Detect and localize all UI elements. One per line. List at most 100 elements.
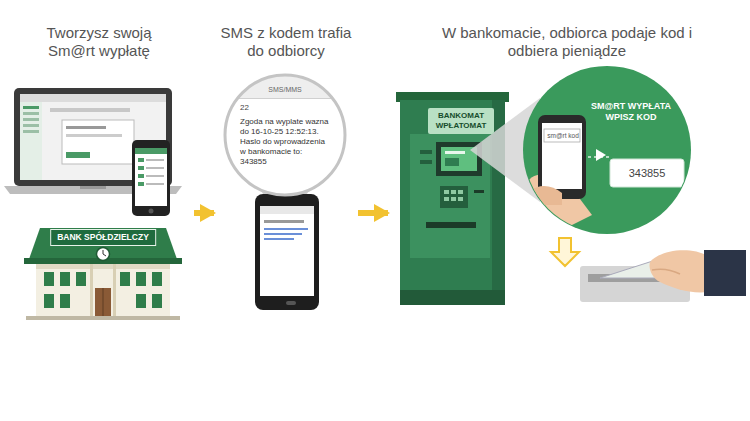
- step-heading: Tworzysz swoją Sm@rt wypłatę: [34, 24, 164, 60]
- bank-building-part: [120, 272, 130, 286]
- recipient-phone-part: [260, 206, 314, 296]
- bank-building-part: [44, 272, 54, 286]
- atm-machine-part: [458, 197, 463, 201]
- atm-machine-part: [445, 158, 459, 166]
- bank-building-part: [60, 294, 70, 308]
- step-heading: W bankomacie, odbiorca podaje kod i odbi…: [439, 24, 695, 60]
- bank-building-part: [136, 272, 146, 286]
- laptop-illustration-part: [23, 118, 39, 121]
- bank-building-part: [36, 264, 170, 269]
- green-circle-part-part: [528, 186, 562, 205]
- code-field: 343855: [614, 166, 680, 180]
- recipient-phone-part: [260, 206, 314, 214]
- sms-time: 22: [240, 103, 249, 113]
- bank-building-part: [136, 294, 146, 308]
- step-panel: BANKOMAT WPŁATOMAT SM@RT WYPŁATA WPISZ KO…: [392, 20, 742, 320]
- green-circle: [522, 65, 692, 235]
- magnifier-circle-part-part: [223, 98, 347, 99]
- step-heading: SMS z kodem trafia do odbiorcy: [218, 24, 354, 60]
- atm-machine-part: [400, 290, 505, 305]
- atm-machine: [396, 92, 509, 305]
- smartphone-illustration-part: [138, 182, 144, 186]
- laptop-illustration-part: [23, 106, 39, 109]
- green-circle-part-part: [610, 159, 684, 187]
- bank-sign: BANK SPÓŁDZIELCZY: [50, 229, 156, 246]
- bank-building-part: [26, 316, 180, 320]
- bank-building-part: [36, 264, 170, 318]
- bank-building-part: [44, 294, 54, 308]
- atm-sign: BANKOMAT WPŁATOMAT: [428, 108, 494, 134]
- screen-title: SM@RT WYPŁATA WPISZ KOD: [588, 101, 674, 123]
- green-circle-part-part: [542, 123, 582, 189]
- recipient-phone-part: [255, 194, 319, 310]
- laptop-illustration-part: [23, 112, 39, 115]
- cash-dispenser-part: [704, 250, 746, 296]
- laptop-illustration-part: [66, 152, 90, 158]
- sign-text: BANK SPÓŁDZIELCZY: [57, 232, 149, 243]
- green-circle-part: [523, 66, 691, 234]
- recipient-phone-part: [264, 228, 308, 230]
- laptop-illustration-part: [66, 126, 106, 129]
- cash-dispenser-part: [649, 250, 708, 292]
- laptop-illustration-part: [66, 134, 122, 137]
- smartphone-illustration-part: [138, 158, 144, 162]
- atm-machine-part: [440, 186, 468, 208]
- smartphone-illustration-part: [135, 148, 167, 154]
- step-panel: SMS/MMS 22Zgoda na wyplate wazna do 16-10…: [218, 20, 354, 320]
- bank-building-part: [152, 294, 162, 308]
- smartphone-illustration-part: [132, 140, 170, 216]
- laptop-illustration-part: [23, 124, 39, 127]
- recipient-phone: [255, 194, 319, 310]
- bank-building-part: [28, 228, 178, 262]
- atm-machine-part: [400, 100, 505, 305]
- atm-machine-part: [420, 160, 432, 164]
- cash-dispenser: [580, 250, 746, 302]
- smartphone-illustration-part: [146, 167, 164, 169]
- recipient-phone-part: [264, 220, 304, 223]
- bank-building-part: [60, 272, 70, 286]
- down-arrow-part: [551, 238, 579, 266]
- smartphone-illustration-part: [146, 175, 164, 177]
- atm-machine-part: [445, 151, 465, 154]
- down-arrow: [551, 238, 579, 266]
- green-circle-part: [522, 115, 684, 235]
- bank-building-part: [90, 264, 93, 318]
- bank-building-part: [103, 288, 104, 318]
- sms-body: Zgoda na wyplate wazna do 16-10-25 12:52…: [240, 117, 330, 167]
- atm-machine-part: [426, 222, 476, 228]
- phone-label: sm@rt kod: [544, 131, 582, 140]
- cash-dispenser-part: [652, 269, 680, 274]
- bank-building-part: [95, 288, 111, 318]
- smartphone-illustration: [132, 140, 170, 216]
- laptop-illustration-part: [50, 108, 130, 112]
- smartphone-illustration-part: [138, 174, 144, 178]
- smartphone-illustration-part: [149, 209, 154, 214]
- recipient-phone-part: [264, 233, 302, 235]
- code-magnifier: SM@RT WYPŁATA WPISZ KOD sm@rt kod 343855: [522, 65, 692, 235]
- green-circle-part-part: [596, 149, 606, 161]
- smartphone-illustration-part: [146, 159, 164, 161]
- sms-magnifier: SMS/MMS 22Zgoda na wyplate wazna do 16-10…: [223, 73, 347, 197]
- atm-machine-part: [444, 197, 449, 201]
- bank-building: [24, 228, 182, 320]
- flow-arrow: [358, 210, 388, 216]
- bank-building-part: [152, 272, 162, 286]
- bank-building-part: [76, 272, 86, 286]
- bank-building-part: [103, 250, 106, 256]
- atm-machine-part: [474, 190, 484, 193]
- green-circle-part-part: [610, 159, 684, 187]
- laptop-illustration-part: [62, 120, 134, 164]
- atm-machine-part: [420, 150, 432, 154]
- recipient-phone-part: [286, 301, 296, 305]
- atm-machine-part: [451, 197, 456, 201]
- smartphone-illustration-part: [146, 183, 164, 185]
- laptop-illustration-part: [20, 94, 166, 102]
- smartphone-illustration-part: [135, 148, 167, 206]
- smartphone-illustration-part: [138, 166, 144, 170]
- sign-text: BANKOMAT WPŁATOMAT: [430, 111, 492, 131]
- sms-header: SMS/MMS: [223, 85, 347, 94]
- step-panel: BANK SPÓŁDZIELCZY Tworzysz swoją Sm@rt wy…: [8, 20, 190, 320]
- laptop-illustration-part: [20, 102, 42, 180]
- atm-machine-part: [444, 190, 449, 194]
